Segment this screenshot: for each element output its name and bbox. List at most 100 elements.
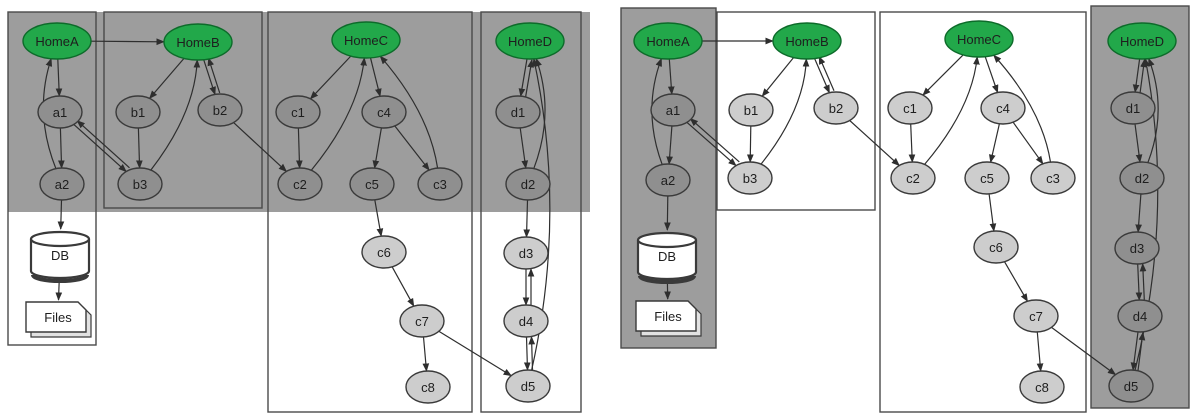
edge-c3-to-HomeC <box>993 54 1052 163</box>
node-c3: c3 <box>1030 161 1076 195</box>
node-shape <box>980 91 1026 125</box>
node-label: c2 <box>906 171 920 186</box>
node-homeb: HomeB <box>163 23 233 61</box>
edge-HomeA-to-HomeB <box>90 38 165 46</box>
node-shape <box>503 236 549 270</box>
edge-d2-to-d3 <box>1135 193 1143 233</box>
edge-HomeB-to-b2 <box>203 59 216 96</box>
node-label: c8 <box>421 380 435 395</box>
edge-HomeC-to-c4 <box>369 57 382 98</box>
node-label: b3 <box>133 177 147 192</box>
node-label: c4 <box>377 105 391 120</box>
node-label: d4 <box>1133 309 1147 324</box>
node-homec: HomeC <box>944 20 1014 58</box>
edge-b2-to-HomeB <box>207 57 221 94</box>
node-shape <box>399 304 445 338</box>
node-shape <box>1030 161 1076 195</box>
node-homed: HomeD <box>495 22 565 60</box>
node-label: a1 <box>53 105 67 120</box>
node-shape <box>349 167 395 201</box>
database-top <box>636 231 698 249</box>
database-top <box>29 230 91 248</box>
home-node-shape <box>772 22 842 60</box>
edge-a1-to-b3 <box>686 121 737 167</box>
right-cluster-box <box>879 11 1087 413</box>
edge-d4-to-d5 <box>1130 331 1139 371</box>
node-b2: b2 <box>197 93 243 127</box>
node-label: c5 <box>980 171 994 186</box>
node-c2: c2 <box>890 161 936 195</box>
edge-d1-to-d2 <box>519 127 529 169</box>
database-shadow <box>31 274 89 283</box>
database-body <box>29 239 91 280</box>
node-label: a2 <box>55 177 69 192</box>
node-label: b1 <box>744 103 758 118</box>
node-label: c3 <box>433 177 447 192</box>
node-shape <box>890 161 936 195</box>
node-b1: b1 <box>728 93 774 127</box>
edge-d1-to-HomeD <box>525 58 534 98</box>
node-homec: HomeC <box>331 21 401 59</box>
node-d3: d3 <box>1114 231 1160 265</box>
node-c1: c1 <box>887 91 933 125</box>
node-label: Files <box>44 310 72 325</box>
node-files: Files <box>635 300 702 337</box>
node-shape <box>727 161 773 195</box>
node-shape <box>1119 161 1165 195</box>
node-a1: a1 <box>650 93 696 127</box>
node-label: c7 <box>415 314 429 329</box>
edge-c5-to-c6 <box>374 199 384 237</box>
node-shape <box>277 167 323 201</box>
right-cluster-box <box>1090 5 1190 409</box>
node-shape <box>964 161 1010 195</box>
edge-b3-to-HomeB <box>760 58 810 165</box>
edge-DB-to-Files <box>55 280 63 301</box>
node-label: HomeB <box>176 35 219 50</box>
node-c8: c8 <box>1019 370 1065 404</box>
node-c4: c4 <box>361 95 407 129</box>
node-shape <box>115 95 161 129</box>
edge-d4-to-d3 <box>1139 262 1147 300</box>
node-label: b3 <box>743 171 757 186</box>
node-d4: d4 <box>503 304 549 338</box>
edge-c4-to-c3 <box>1012 121 1044 165</box>
node-label: d5 <box>1124 379 1138 394</box>
edge-b3-to-HomeB <box>150 59 201 171</box>
node-label: d3 <box>519 246 533 261</box>
node-shape <box>503 304 549 338</box>
node-a2: a2 <box>39 167 85 201</box>
node-shape <box>39 167 85 201</box>
node-shape <box>505 167 551 201</box>
node-label: c3 <box>1046 171 1060 186</box>
edge-d2-to-HomeD <box>533 57 546 169</box>
node-label: c4 <box>996 101 1010 116</box>
edge-HomeC-to-c1 <box>309 55 352 100</box>
edge-c3-to-HomeC <box>379 55 439 169</box>
files-front-sheet <box>25 301 87 333</box>
node-db: DB <box>29 230 91 283</box>
node-label: b2 <box>829 101 843 116</box>
edge-c5-to-c6 <box>988 193 997 232</box>
node-a2: a2 <box>645 163 691 197</box>
edge-a1-to-b3 <box>73 123 127 173</box>
edge-d4-to-d5 <box>523 336 531 371</box>
edge-HomeA-to-a1 <box>55 58 63 97</box>
home-node-shape <box>331 21 401 59</box>
edge-HomeB-to-b1 <box>761 57 795 97</box>
node-label: HomeA <box>35 34 79 49</box>
home-node-shape <box>1107 22 1177 60</box>
edge-c4-to-c5 <box>989 123 1000 164</box>
edge-c7-to-d5 <box>1051 326 1117 376</box>
database-shadow <box>638 275 696 284</box>
node-label: a2 <box>661 173 675 188</box>
edge-b1-to-b3 <box>136 127 143 169</box>
edge-c7-to-d5 <box>438 330 512 377</box>
node-label: d1 <box>511 105 525 120</box>
home-node-shape <box>495 22 565 60</box>
node-shape <box>361 95 407 129</box>
node-shape <box>505 369 551 403</box>
node-c6: c6 <box>361 235 407 269</box>
node-label: d1 <box>1126 101 1140 116</box>
edge-d3-to-d4 <box>1135 263 1143 301</box>
